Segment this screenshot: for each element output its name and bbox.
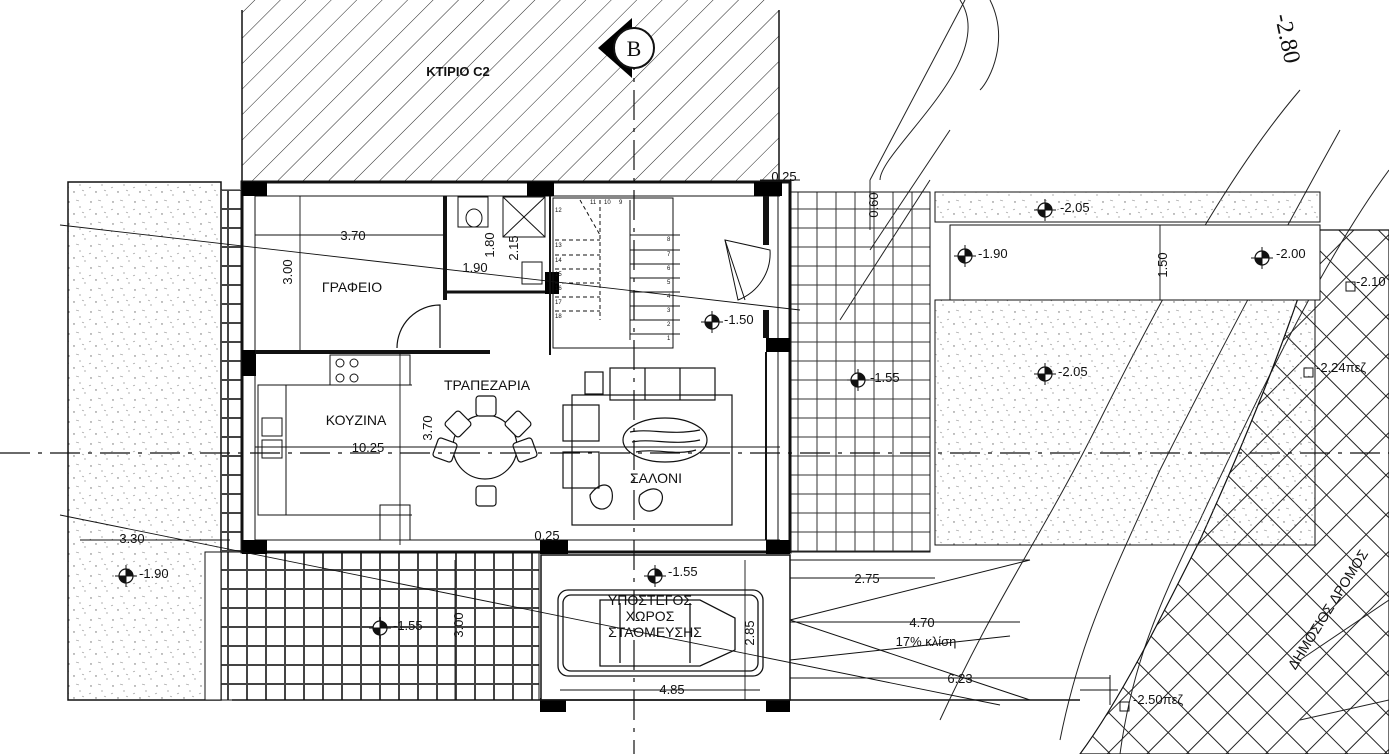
section-marker-b: B bbox=[598, 18, 655, 78]
kitchen-label: ΚΟΥΖΙΝΑ bbox=[326, 412, 387, 428]
step-7: 7 bbox=[667, 252, 671, 258]
parked-car bbox=[557, 589, 764, 677]
step-12: 12 bbox=[555, 208, 562, 214]
dim-275: 2.75 bbox=[854, 571, 879, 586]
dim-623: 6.23 bbox=[947, 671, 972, 686]
dim-kitchen-height: 3.70 bbox=[420, 415, 435, 440]
bathroom-fixtures bbox=[457, 196, 546, 285]
dim-wall-top: 0.25 bbox=[771, 169, 796, 184]
dim-office-height: 3.00 bbox=[280, 259, 295, 284]
level-7: -2.24πεζ bbox=[1316, 360, 1366, 375]
step-5: 5 bbox=[667, 280, 671, 286]
garden-left bbox=[67, 181, 240, 701]
level-4: -2.10 bbox=[1356, 274, 1386, 289]
level-6: -1.55 bbox=[870, 370, 900, 385]
stair-step-numbers: 1 2 3 4 5 6 7 8 9 10 11 12 13 14 15 16 1… bbox=[555, 200, 671, 342]
step-3: 3 bbox=[667, 308, 671, 314]
staircase bbox=[552, 197, 771, 349]
dim-parking-height: 2.85 bbox=[742, 620, 757, 645]
level-5: -1.50 bbox=[724, 312, 754, 327]
step-8: 8 bbox=[667, 237, 671, 243]
level-11: -1.55 bbox=[393, 618, 423, 633]
step-13: 13 bbox=[555, 243, 562, 249]
dim-wall-side: 0.60 bbox=[866, 192, 881, 217]
tiled-paving bbox=[220, 190, 931, 701]
step-2: 2 bbox=[667, 322, 671, 328]
step-1: 1 bbox=[667, 336, 671, 342]
living-furniture bbox=[562, 367, 733, 526]
level-1: -2.05 bbox=[1060, 200, 1090, 215]
garden-right bbox=[934, 191, 1321, 546]
dim-wc-width: 1.90 bbox=[462, 260, 487, 275]
step-6: 6 bbox=[667, 266, 671, 272]
step-15: 15 bbox=[555, 272, 562, 278]
step-9: 9 bbox=[619, 200, 623, 206]
parking-label-1: ΥΠΟΣΤΕΓΟΣ bbox=[608, 592, 692, 608]
parking-label-2: ΧΩΡΟΣ bbox=[626, 608, 675, 624]
kitchen-units bbox=[257, 354, 412, 541]
step-14: 14 bbox=[555, 258, 562, 264]
level-8: -2.05 bbox=[1058, 364, 1088, 379]
level-markers bbox=[114, 198, 1356, 712]
dim-parking-width: 4.85 bbox=[659, 682, 684, 697]
level-labels: -2.05 -1.90 -2.00 -2.10 -1.50 -1.55 -2.2… bbox=[139, 200, 1386, 707]
step-18: 18 bbox=[555, 314, 562, 320]
dim-yard-width: 3.30 bbox=[119, 531, 144, 546]
parking-label-3: ΣΤΑΘΜΕΥΣΗΣ bbox=[608, 624, 702, 640]
step-17: 17 bbox=[555, 300, 562, 306]
step-16: 16 bbox=[555, 286, 562, 292]
living-label: ΣΑΛΟΝΙ bbox=[630, 470, 682, 486]
dim-office-width: 3.70 bbox=[340, 228, 365, 243]
dim-wc-height-1: 1.80 bbox=[482, 232, 497, 257]
dim-slope: 17% κλίση bbox=[896, 634, 957, 649]
step-11: 11 bbox=[590, 200, 597, 206]
building-label: ΚΤΙΡΙΟ C2 bbox=[426, 64, 490, 79]
dim-470: 4.70 bbox=[909, 615, 934, 630]
contour-label: -2.80 bbox=[1269, 11, 1305, 65]
level-2: -1.90 bbox=[978, 246, 1008, 261]
step-10: 10 bbox=[604, 200, 611, 206]
dimension-lines bbox=[0, 40, 1389, 754]
dim-wc-height-2: 2.15 bbox=[506, 235, 521, 260]
level-9: -1.90 bbox=[139, 566, 169, 581]
office-label: ΓΡΑΦΕΙΟ bbox=[322, 279, 382, 295]
level-3: -2.00 bbox=[1276, 246, 1306, 261]
dining-label: ΤΡΑΠΕΖΑΡΙΑ bbox=[444, 377, 531, 393]
dimension-labels: 3.70 3.00 1.90 1.80 2.15 0.25 0.25 0.60 … bbox=[119, 169, 1170, 697]
dim-yard-height: 3.00 bbox=[451, 612, 466, 637]
dim-house-length: 10.25 bbox=[352, 440, 385, 455]
step-4: 4 bbox=[667, 294, 671, 300]
level-10: -1.55 bbox=[668, 564, 698, 579]
level-12: -2.50πεζ bbox=[1133, 692, 1183, 707]
dim-wall-mid: 0.25 bbox=[534, 528, 559, 543]
dim-150: 1.50 bbox=[1155, 252, 1170, 277]
neighbour-building bbox=[241, 0, 780, 182]
section-letter: B bbox=[627, 36, 642, 61]
house-outline bbox=[232, 180, 1118, 712]
